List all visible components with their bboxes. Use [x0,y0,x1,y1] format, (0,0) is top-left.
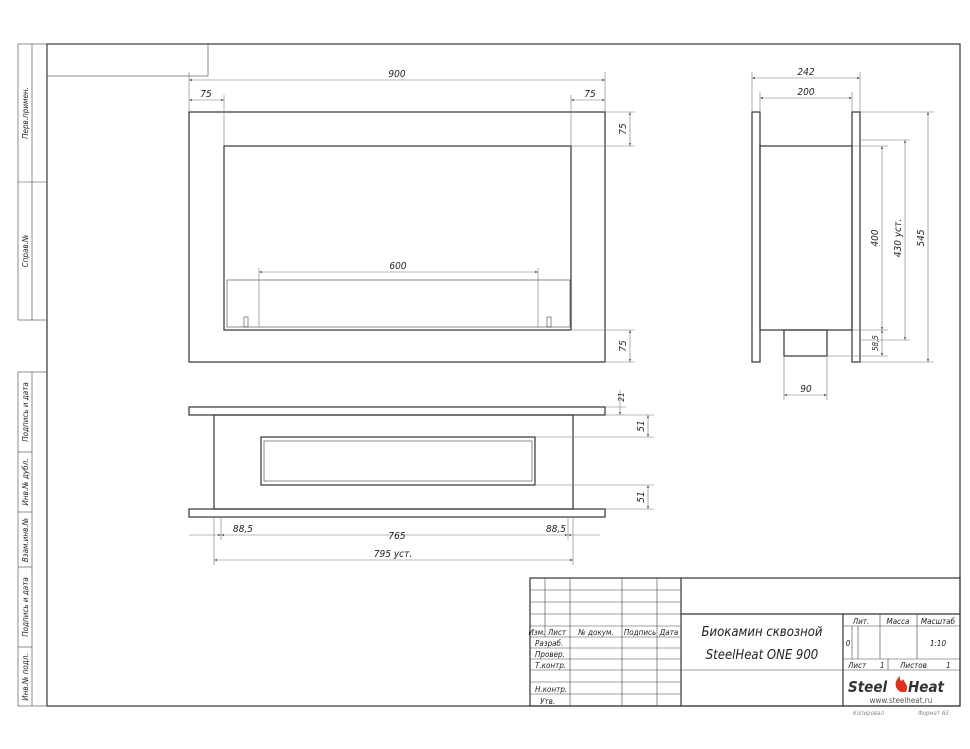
flame-icon [895,676,908,692]
dim-left: 88,5 [233,524,253,535]
role-label: Разраб. [535,639,563,648]
lit-label: Лит. [852,617,870,626]
scale-label: Масштаб [921,617,956,626]
dim-foot-width: 90 [800,384,812,395]
side-strip-labels: Перв.примен. Справ.№ Подпись и дата Инв.… [21,87,30,701]
role-label: Утв. [540,697,555,706]
dim-left: 75 [200,89,212,100]
logo-heat: Heat [908,678,945,696]
copied-label: Копировал [853,710,884,717]
header-cell: Дата [659,628,679,637]
lit-value: 0 [846,639,851,648]
strip-label: Инв.№ подл. [21,653,30,700]
strip-label: Подпись и дата [21,382,30,442]
side-view: 242 200 400 430 уст. 545 58,5 90 [751,67,934,400]
dim-width: 900 [388,69,405,80]
dim-gap-bottom: 51 [636,491,647,502]
format-label: Формат A3 [918,710,949,717]
dim-body: 400 [870,229,881,246]
strip-label: Инв.№ дубл. [21,459,30,506]
strip-label: Подпись и дата [21,577,30,637]
front-view: 900 75 75 600 75 75 [188,69,635,363]
role-label: Провер. [535,650,565,659]
header-cell: Подпись [624,628,656,637]
header-cell: № докум. [577,628,613,637]
dim-install: 430 уст. [893,219,904,257]
dim-mid: 765 [388,531,405,542]
sheet-value: 1 [880,661,885,670]
scale-value: 1:10 [930,639,947,648]
title-block: Изм. Лист № докум. Подпись Дата Разраб. … [529,577,961,717]
website: www.steelheat.ru [870,696,933,705]
header-cell: Лист [547,628,567,637]
dim-plate: 21 [617,392,626,401]
strip-label: Взам.инв.№ [21,518,30,562]
dim-height: 545 [916,229,927,246]
strip-label: Перв.примен. [21,87,30,139]
drawing-title-line1: Биокамин сквозной [702,625,823,640]
dim-depth: 242 [797,67,814,78]
header-cell: Изм. [529,628,546,637]
role-label: Т.контр. [535,661,566,670]
role-label: Н.контр. [535,685,567,694]
dim-foot: 58,5 [871,335,880,351]
sheets-value: 1 [946,661,951,670]
sheets-label: Листов [899,661,927,670]
dim-inner: 200 [797,87,814,98]
mass-label: Масса [887,617,910,626]
dim-install: 795 уст. [374,549,412,560]
strip-label: Справ.№ [21,235,30,268]
logo-steel: Steel [848,678,887,696]
dim-right: 75 [584,89,596,100]
dim-burner: 600 [389,261,406,272]
sheet-frame [17,43,961,707]
dim-bottom: 75 [618,340,629,352]
dim-top: 75 [618,123,629,135]
steelheat-logo: Steel Heat www.steelheat.ru [848,676,945,705]
dim-right: 88,5 [546,524,566,535]
dim-gap-top: 51 [636,420,647,431]
sheet-label: Лист [847,661,867,670]
drawing-title-line2: SteelHeat ONE 900 [706,648,819,663]
top-view: 21 51 51 88,5 765 88,5 795 уст. [188,390,654,565]
